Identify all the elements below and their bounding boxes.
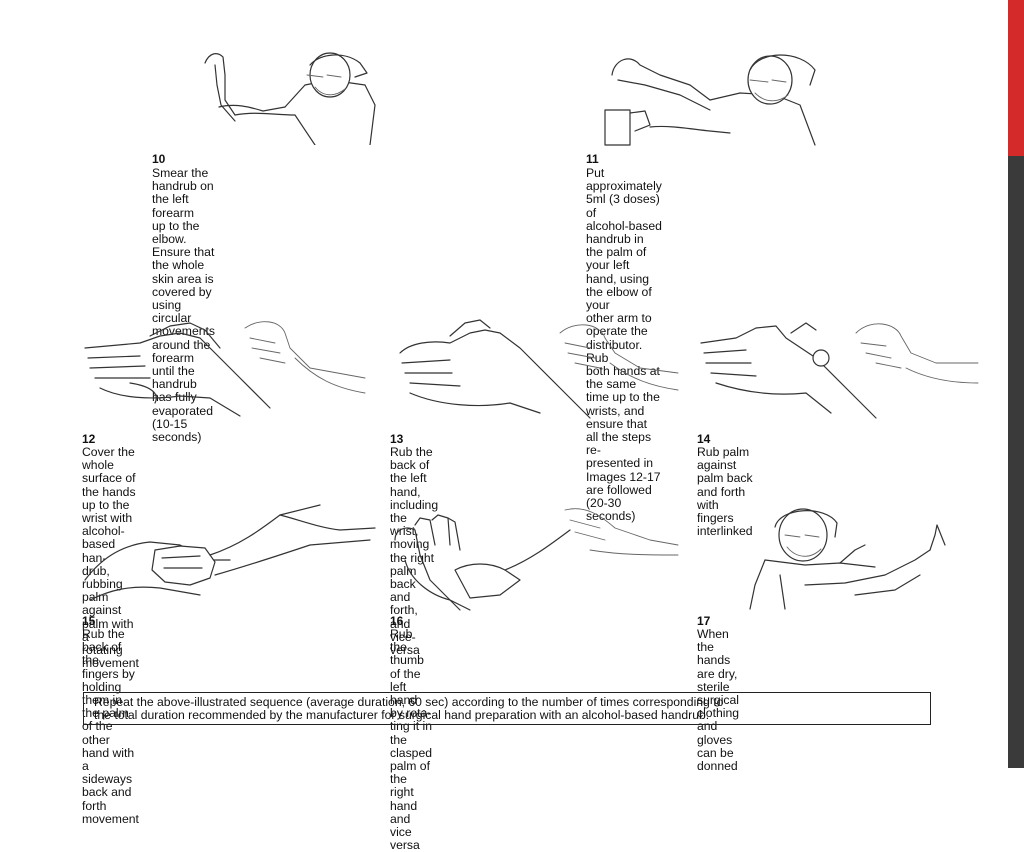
slide-accent-red (1008, 0, 1024, 156)
step-description: Rub the back of the left hand, including… (390, 445, 439, 658)
surgeon-forearm-illustration (195, 45, 395, 145)
step-number: 10 (152, 152, 166, 166)
thumb-rotation-illustration (390, 500, 680, 615)
summary-note-box: Repeat the above-illustrated sequence (a… (83, 692, 931, 725)
step-description: Put approximately 5ml (3 doses) of alcoh… (586, 166, 662, 524)
surgeon-hands-raised-illustration (745, 505, 955, 610)
step-number: 14 (697, 432, 711, 446)
step-description: Rub the thumb of the left hand by rota- … (390, 627, 433, 852)
step-number: 15 (82, 614, 96, 628)
fingers-interlinked-illustration (696, 318, 981, 423)
step-description: Rub palm against palm back and forth wit… (697, 445, 753, 539)
step-number: 17 (697, 614, 711, 628)
step-number: 11 (586, 152, 599, 166)
step-description: Rub the back of the fingers by holding t… (82, 627, 139, 826)
back-of-hand-illustration (390, 318, 680, 423)
back-of-fingers-illustration (80, 500, 380, 610)
slide-accent-bar (1008, 0, 1024, 768)
step-number: 12 (82, 432, 96, 446)
step-number: 16 (390, 614, 404, 628)
palm-to-palm-illustration (80, 318, 370, 423)
step-number: 13 (390, 432, 404, 446)
surgeon-dispenser-illustration (600, 45, 860, 150)
step-description: Smear the handrub on the left forearm up… (152, 166, 215, 445)
